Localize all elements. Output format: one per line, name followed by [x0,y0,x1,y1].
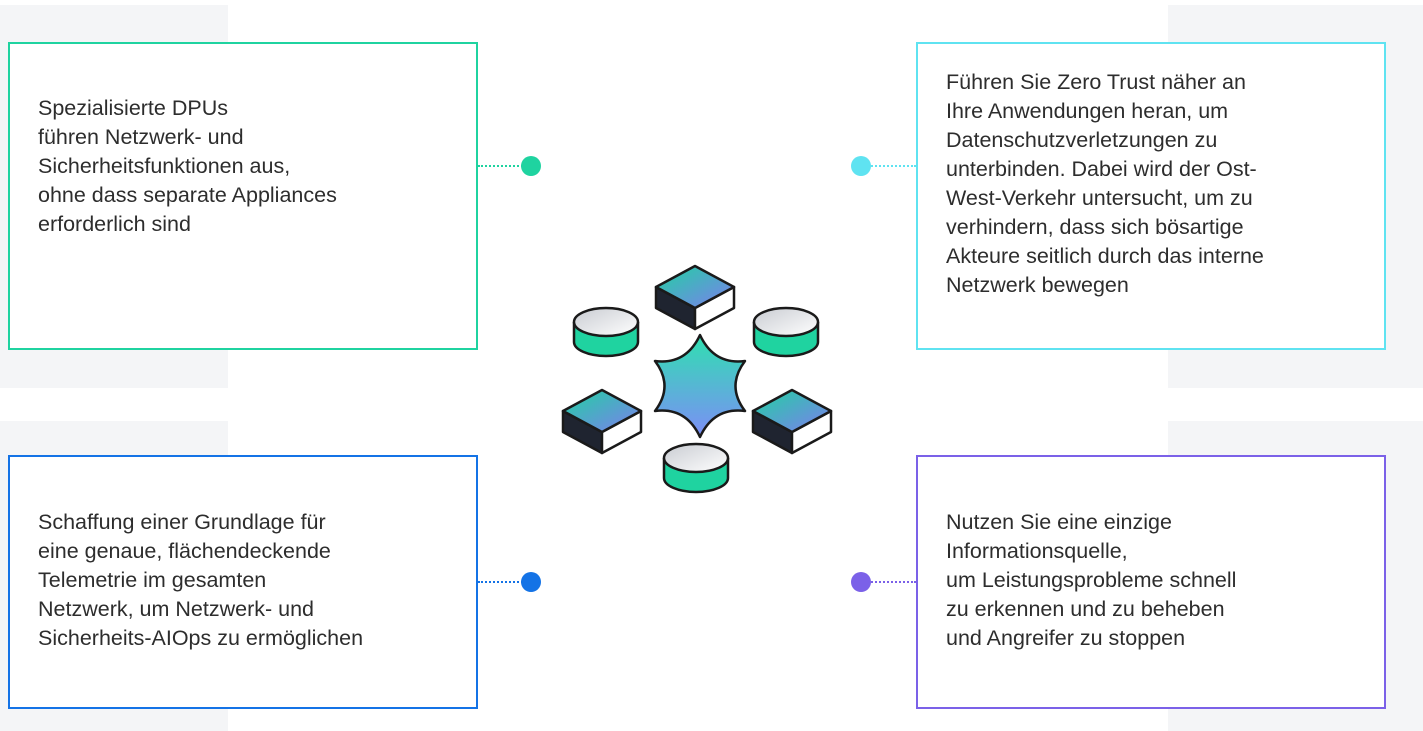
feature-card-text: Schaffung einer Grundlage für eine genau… [38,510,364,650]
feature-card-single-source: Nutzen Sie eine einzige Informationsquel… [916,455,1386,709]
star-hub-icon [653,333,747,439]
database-cylinder-icon-bottom [662,442,730,494]
network-hub-illustration [561,264,833,494]
connector-line-bottom-left [478,581,526,583]
connector-line-top-left [478,165,526,167]
server-cube-icon-right [751,388,833,455]
feature-card-dpu: Spezialisierte DPUs führen Netzwerk- und… [8,42,478,350]
connector-line-bottom-right [868,581,916,583]
connector-line-top-right [868,165,916,167]
database-cylinder-icon-left [572,306,640,358]
server-cube-icon-left [561,388,643,455]
connector-dot-bottom-left [521,572,541,592]
feature-card-text: Spezialisierte DPUs führen Netzwerk- und… [38,96,337,236]
server-cube-icon-top [654,264,736,331]
feature-card-telemetry: Schaffung einer Grundlage für eine genau… [8,455,478,709]
database-cylinder-icon-right [752,306,820,358]
feature-card-zero-trust: Führen Sie Zero Trust näher an Ihre Anwe… [916,42,1386,350]
feature-card-text: Nutzen Sie eine einzige Informationsquel… [946,510,1237,650]
connector-dot-bottom-right [851,572,871,592]
connector-dot-top-left [521,156,541,176]
connector-dot-top-right [851,156,871,176]
feature-card-text: Führen Sie Zero Trust näher an Ihre Anwe… [946,70,1264,297]
